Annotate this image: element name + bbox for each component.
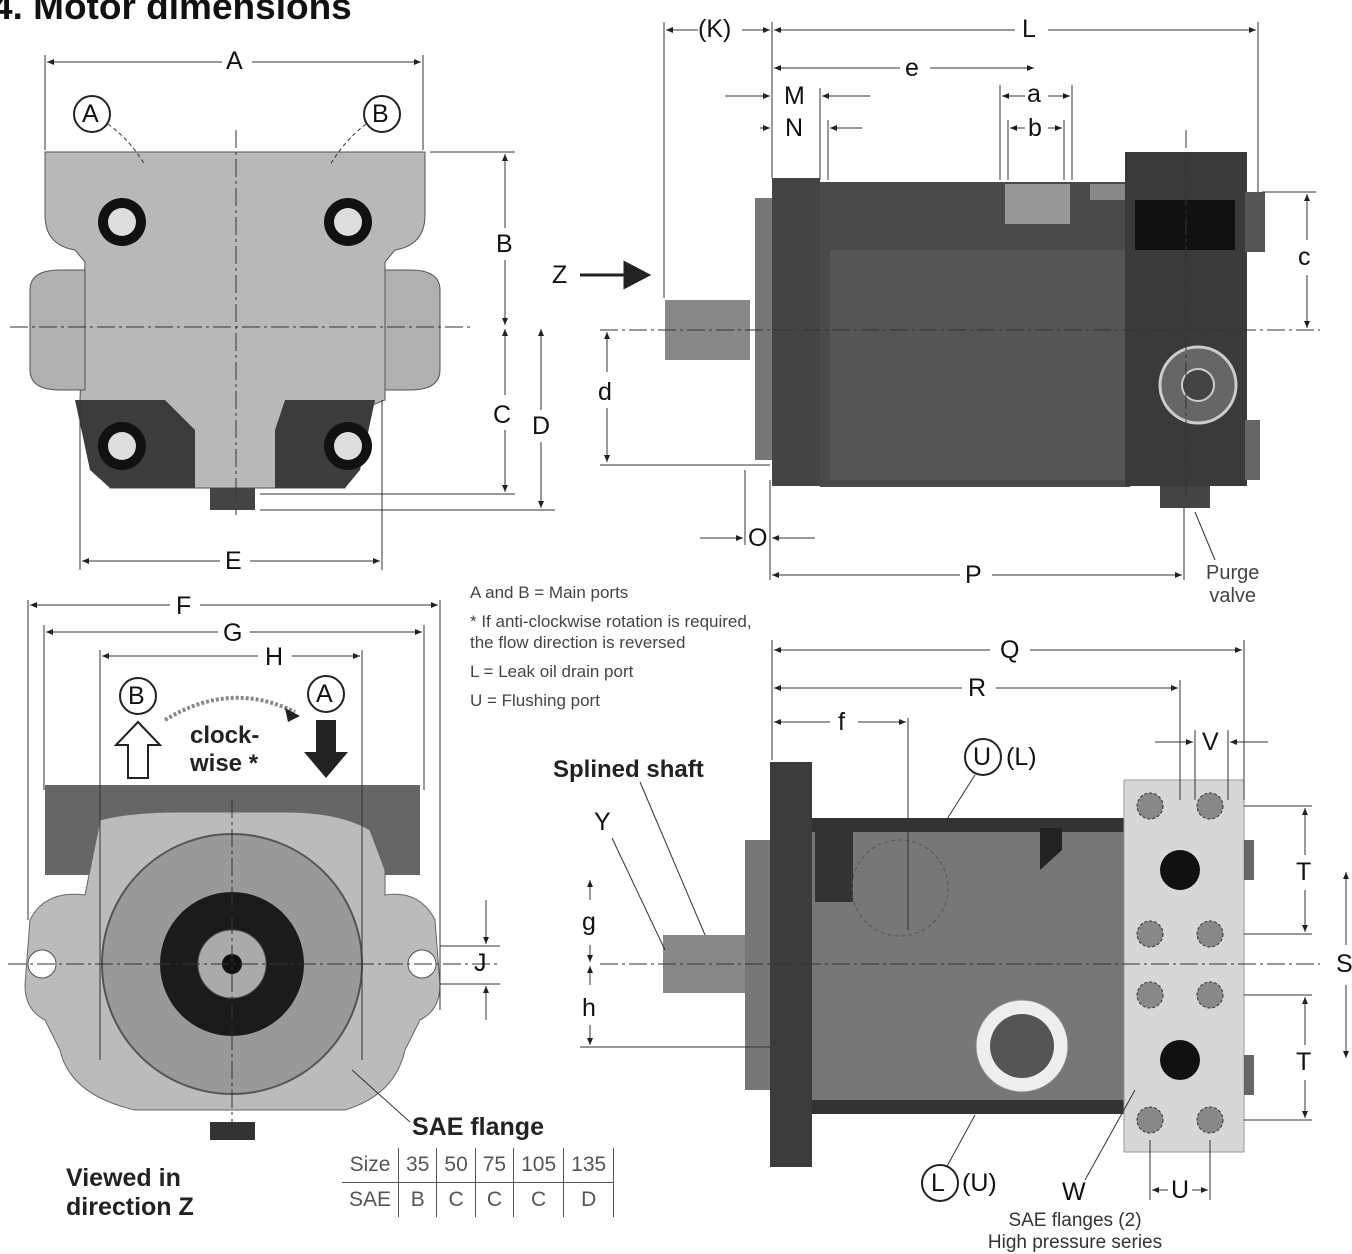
- port-label-l-paren: (L): [1006, 743, 1037, 771]
- port-label-b-top: B: [372, 100, 389, 128]
- port-label-l-circle: L: [931, 1169, 945, 1197]
- table-cell: 75: [475, 1148, 515, 1183]
- dim-label-d-upper: D: [532, 412, 551, 440]
- dim-label-d-lower: d: [598, 378, 612, 406]
- dim-label-v: V: [1202, 728, 1219, 756]
- end-view-bottom: [8, 600, 500, 1140]
- sae-flange-title: SAE flange: [412, 1113, 544, 1141]
- dim-label-t-upper: T: [1296, 858, 1312, 886]
- dim-label-w: W: [1062, 1178, 1086, 1206]
- table-cell: D: [563, 1182, 615, 1217]
- dim-label-o: O: [748, 524, 768, 552]
- page-title: 4. Motor dimensions: [0, 0, 352, 27]
- note-flushing: U = Flushing port: [470, 691, 600, 710]
- dim-label-a-lower: a: [1027, 80, 1041, 108]
- rotation-label: clock- wise *: [190, 722, 259, 778]
- dim-label-n: N: [785, 114, 804, 142]
- dim-label-y: Y: [594, 808, 611, 836]
- dim-label-h-lower: h: [582, 994, 596, 1022]
- legend-notes: A and B = Main ports * If anti-clockwise…: [470, 582, 770, 719]
- table-cell: C: [513, 1182, 565, 1217]
- dim-label-u-lower: U: [1171, 1176, 1190, 1204]
- port-label-a-end: A: [316, 680, 333, 708]
- purge-valve-label: Purge valve: [1206, 562, 1259, 608]
- note-rotation: * If anti-clockwise rotation is required…: [470, 612, 752, 652]
- table-cell: SAE: [342, 1182, 400, 1217]
- port-label-a-top: A: [82, 100, 99, 128]
- dim-label-k: (K): [698, 15, 732, 43]
- note-main-ports: A and B = Main ports: [470, 583, 629, 602]
- dim-label-h: H: [265, 643, 284, 671]
- dim-label-g-lower: g: [582, 908, 596, 936]
- table-cell: B: [398, 1182, 438, 1217]
- caption-line-2: High pressure series: [987, 1232, 1163, 1253]
- dim-label-q: Q: [1000, 636, 1020, 664]
- dim-label-m: M: [784, 82, 805, 110]
- table-row: SAE B C C C D: [342, 1182, 615, 1217]
- view-direction-caption: Viewed in direction Z: [66, 1164, 194, 1222]
- dim-label-s: S: [1336, 950, 1352, 978]
- dim-label-f: F: [176, 592, 192, 620]
- view-line-2: direction Z: [66, 1193, 194, 1221]
- table-row: Size 35 50 75 105 135: [342, 1148, 615, 1183]
- dim-label-l: L: [1022, 15, 1036, 43]
- dim-label-p: P: [965, 561, 982, 589]
- port-label-u-paren: (U): [962, 1169, 997, 1197]
- dim-label-j: J: [474, 949, 487, 977]
- dim-label-b-lower: b: [1028, 114, 1042, 142]
- table-cell: 35: [398, 1148, 438, 1183]
- table-cell: 50: [436, 1148, 476, 1183]
- side-view-bottom: [580, 640, 1349, 1202]
- table-cell: 135: [563, 1148, 615, 1183]
- rotation-line-1: clock-: [190, 722, 260, 749]
- dim-label-a-upper: A: [226, 47, 243, 75]
- dim-label-c-upper: C: [493, 401, 512, 429]
- sae-flanges-caption: SAE flanges (2) High pressure series: [960, 1210, 1190, 1254]
- sae-flange-table: Size 35 50 75 105 135 SAE B C C C D: [342, 1148, 615, 1217]
- purge-line-1: Purge: [1206, 562, 1260, 584]
- note-leak-oil: L = Leak oil drain port: [470, 662, 634, 681]
- table-cell: C: [436, 1182, 476, 1217]
- dim-label-f-lower: f: [838, 708, 845, 736]
- table-cell: 105: [513, 1148, 565, 1183]
- dim-label-b-upper: B: [496, 230, 513, 258]
- caption-line-1: SAE flanges (2): [1008, 1210, 1142, 1231]
- table-cell: C: [475, 1182, 515, 1217]
- dim-label-t-lower: T: [1296, 1048, 1312, 1076]
- dim-label-e-lower: e: [905, 54, 919, 82]
- front-view-top: [10, 55, 555, 570]
- dim-label-e-upper: E: [225, 547, 242, 575]
- dim-label-g: G: [223, 619, 243, 647]
- dim-label-c-lower: c: [1298, 243, 1311, 271]
- view-line-1: Viewed in: [66, 1164, 181, 1192]
- port-label-u-circle: U: [973, 743, 992, 771]
- rotation-line-2: wise *: [190, 750, 259, 777]
- port-label-b-end: B: [128, 682, 145, 710]
- side-view-top: [580, 22, 1320, 580]
- view-direction-z-label: Z: [552, 261, 568, 289]
- dim-label-r: R: [968, 674, 987, 702]
- splined-shaft-label: Splined shaft: [553, 756, 704, 783]
- table-cell: Size: [342, 1148, 400, 1183]
- purge-line-2: valve: [1209, 585, 1257, 607]
